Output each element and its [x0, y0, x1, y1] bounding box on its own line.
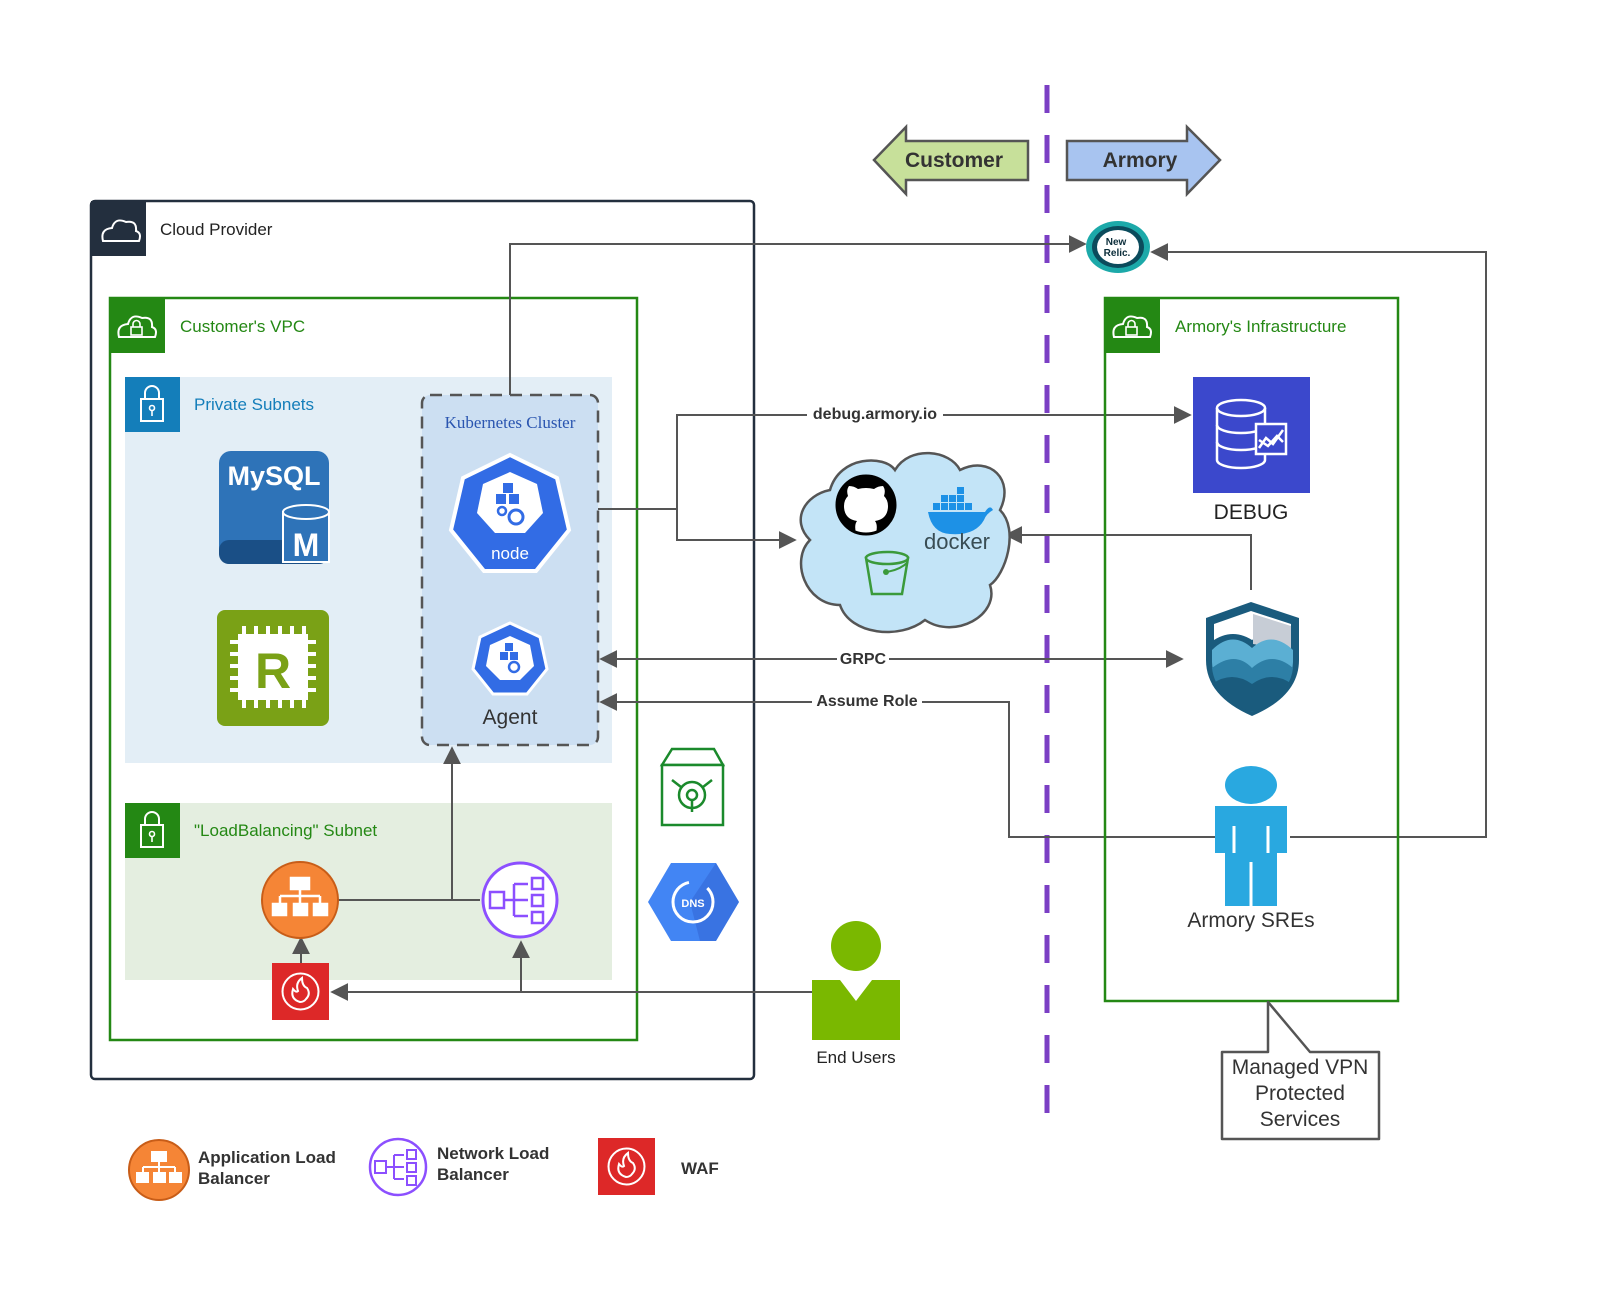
debug-label: DEBUG	[1214, 501, 1289, 524]
legend-nlb-line2: Balancer	[437, 1165, 509, 1184]
debug-database-icon: DEBUG	[1193, 377, 1310, 524]
legend-waf-icon	[598, 1138, 655, 1195]
new-relic-logo-line1: New	[1106, 237, 1127, 248]
end-users-icon: End Users	[812, 921, 900, 1067]
dns-badge: DNS	[681, 898, 704, 910]
armory-infra-label: Armory's Infrastructure	[1175, 317, 1346, 336]
customer-direction-label: Customer	[905, 149, 1003, 172]
k8s-agent-icon: Agent	[471, 621, 549, 729]
vpn-callout-tail	[1251, 1000, 1268, 1052]
docker-logo-text: docker	[924, 529, 990, 554]
armory-sres-label: Armory SREs	[1187, 909, 1314, 932]
cloud-icon	[101, 219, 141, 242]
debug-url-edge-label: debug.armory.io	[813, 406, 937, 423]
lb-subnet-group: "LoadBalancing" Subnet	[125, 803, 612, 980]
kubernetes-cluster-label: Kubernetes Cluster	[445, 413, 576, 432]
legend-alb-line2: Balancer	[198, 1169, 270, 1188]
armory-sres-icon: Armory SREs	[1187, 766, 1315, 932]
new-relic-logo-line2: Relic.	[1104, 248, 1131, 259]
armory-vpc-lock-cloud-icon	[1112, 315, 1152, 338]
k8s-node-icon: node	[448, 452, 572, 573]
cloud-provider-group: Cloud Provider	[89, 199, 756, 1081]
grpc-edge-label: GRPC	[840, 651, 887, 668]
armory-direction-arrow: Armory	[1065, 123, 1222, 198]
vpn-callout: Managed VPN Protected Services	[1220, 1000, 1381, 1141]
private-subnet-lock-icon	[140, 385, 164, 422]
cloud-dns-icon: DNS	[648, 863, 739, 941]
mysql-m-badge: M	[293, 527, 320, 563]
vpn-callout-line3: Services	[1260, 1108, 1341, 1131]
private-subnets-label: Private Subnets	[194, 395, 314, 414]
legend-nlb-line1: Network Load	[437, 1144, 549, 1163]
edge-labels: debug.armory.io GRPC Assume Role	[807, 403, 943, 710]
legend: Application Load Balancer Network Load B…	[128, 1137, 719, 1201]
waf-icon	[272, 963, 329, 1020]
new-relic-icon: New Relic.	[1086, 221, 1150, 273]
cloud-services-group: docker	[799, 451, 1011, 634]
legend-waf-label: WAF	[681, 1159, 719, 1178]
node-to-cloud-services-edge	[676, 509, 797, 549]
vpn-callout-line1: Managed VPN	[1232, 1056, 1369, 1079]
s3-bucket-icon	[864, 550, 910, 596]
secrets-vault-icon	[659, 747, 726, 827]
customer-direction-arrow: Customer	[872, 123, 1030, 198]
shield-to-cloud-services-edge	[1004, 526, 1252, 590]
sres-to-newrelic-edge	[1150, 243, 1487, 838]
armory-shield-icon	[1206, 602, 1299, 716]
legend-alb-icon	[128, 1139, 190, 1201]
cloud-provider-label: Cloud Provider	[160, 220, 273, 239]
legend-alb-line1: Application Load	[198, 1148, 336, 1167]
k8s-node-label: node	[491, 544, 529, 563]
k8s-agent-label: Agent	[483, 706, 538, 729]
lb-subnet-lock-icon	[140, 811, 164, 848]
customer-vpc-group: Customer's VPC	[108, 296, 639, 1042]
vpn-callout-line2: Protected	[1255, 1082, 1345, 1105]
docker-icon: docker	[924, 487, 993, 554]
armory-infra-group: Armory's Infrastructure	[1103, 296, 1400, 1003]
application-load-balancer-icon	[261, 861, 339, 939]
github-icon	[835, 474, 897, 536]
mysql-rds-icon: MySQL M	[219, 451, 330, 564]
k8s-gear-cubes-icon	[496, 483, 525, 526]
redis-r-badge: R	[255, 643, 291, 699]
armory-direction-label: Armory	[1103, 149, 1178, 172]
mysql-logo-text: MySQL	[227, 461, 320, 491]
vpc-lock-cloud-icon	[117, 315, 157, 338]
lb-subnet-label: "LoadBalancing" Subnet	[194, 821, 377, 840]
node-to-newrelic-edge	[509, 235, 1087, 395]
customer-vpc-label: Customer's VPC	[180, 317, 305, 336]
assume-role-edge-label: Assume Role	[816, 693, 917, 710]
assume-role-edge	[599, 693, 1215, 838]
redis-chip-icon: R	[217, 610, 329, 726]
end-users-label: End Users	[816, 1048, 895, 1067]
network-load-balancer-icon	[481, 861, 559, 939]
legend-nlb-icon	[368, 1137, 428, 1197]
